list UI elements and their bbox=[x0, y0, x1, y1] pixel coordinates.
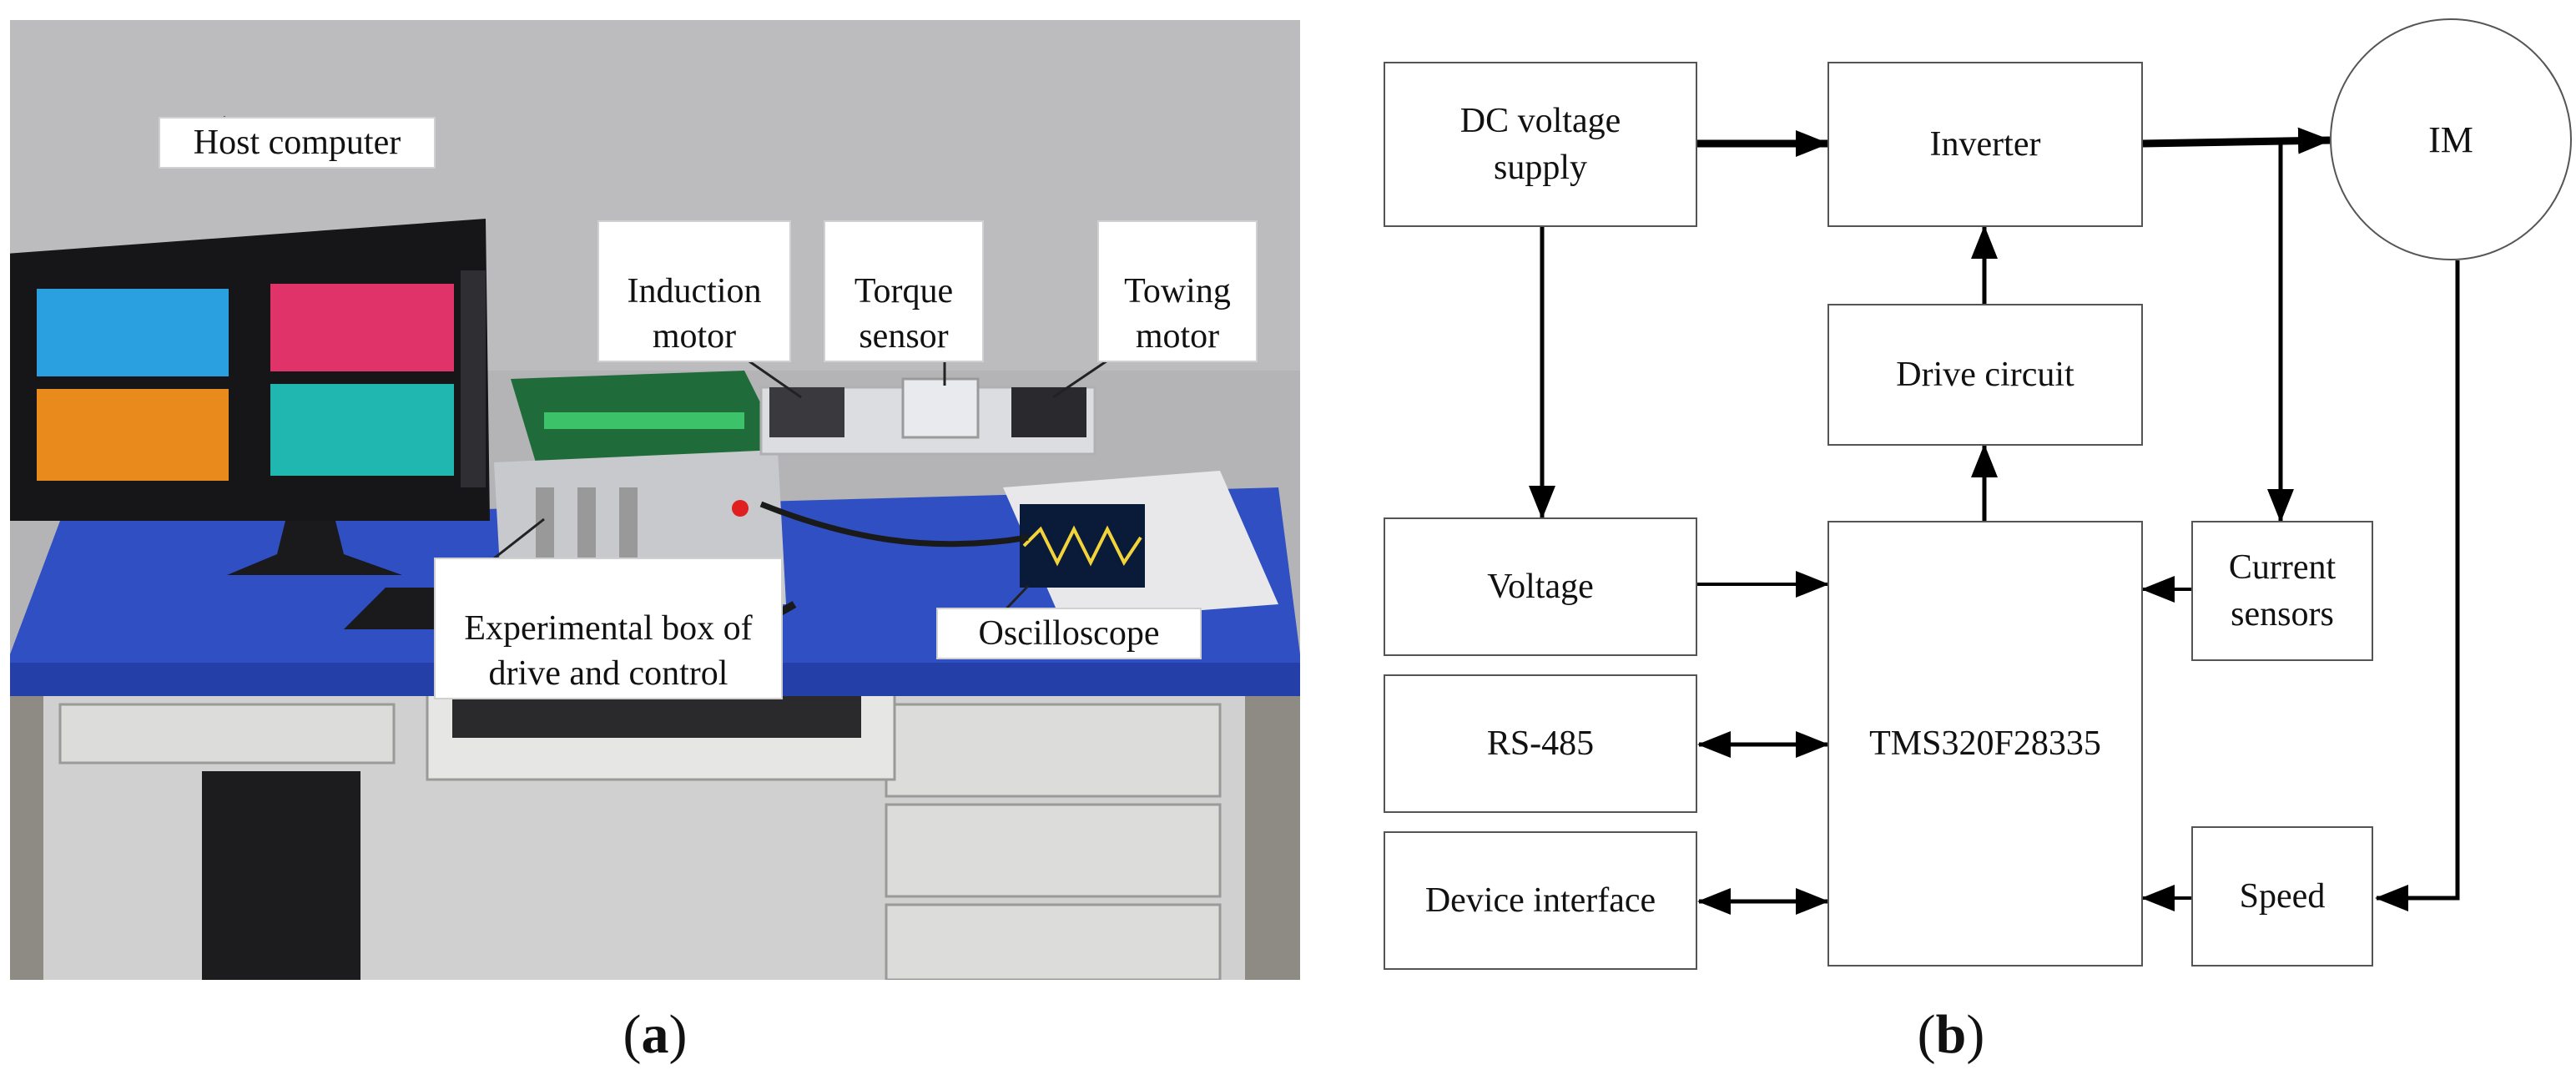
oscilloscope-label: Oscilloscope bbox=[936, 608, 1202, 659]
dc-voltage-supply-block: DC voltage supply bbox=[1384, 62, 1697, 227]
arrow-im-to-speed bbox=[2375, 260, 2460, 911]
photo-scene bbox=[10, 20, 1300, 980]
panel-b-caption: (b) bbox=[1917, 1004, 1985, 1065]
torque-sensor-label: Torque sensor bbox=[824, 220, 984, 362]
host-computer-label: Host computer bbox=[159, 117, 436, 169]
induction-motor-label: Induction motor bbox=[597, 220, 791, 362]
panel-a-caption: (a) bbox=[623, 1004, 688, 1065]
drive-circuit-block: Drive circuit bbox=[1827, 304, 2143, 446]
rs485-block: RS-485 bbox=[1384, 674, 1697, 813]
experimental-box-label: Experimental box of drive and control bbox=[434, 558, 783, 699]
speed-block: Speed bbox=[2191, 826, 2373, 966]
current-sensors-block: Current sensors bbox=[2191, 521, 2373, 661]
experimental-platform-photo: Host computer Induction motor Torque sen… bbox=[10, 20, 1300, 980]
controller-block: TMS320F28335 bbox=[1827, 521, 2143, 966]
towing-motor-label: Towing motor bbox=[1097, 220, 1258, 362]
induction-motor-circle: IM bbox=[2330, 18, 2572, 260]
inverter-block: Inverter bbox=[1827, 62, 2143, 227]
arrow-inverter-to-im bbox=[2142, 127, 2332, 154]
device-interface-block: Device interface bbox=[1384, 831, 1697, 970]
voltage-block: Voltage bbox=[1384, 517, 1697, 656]
